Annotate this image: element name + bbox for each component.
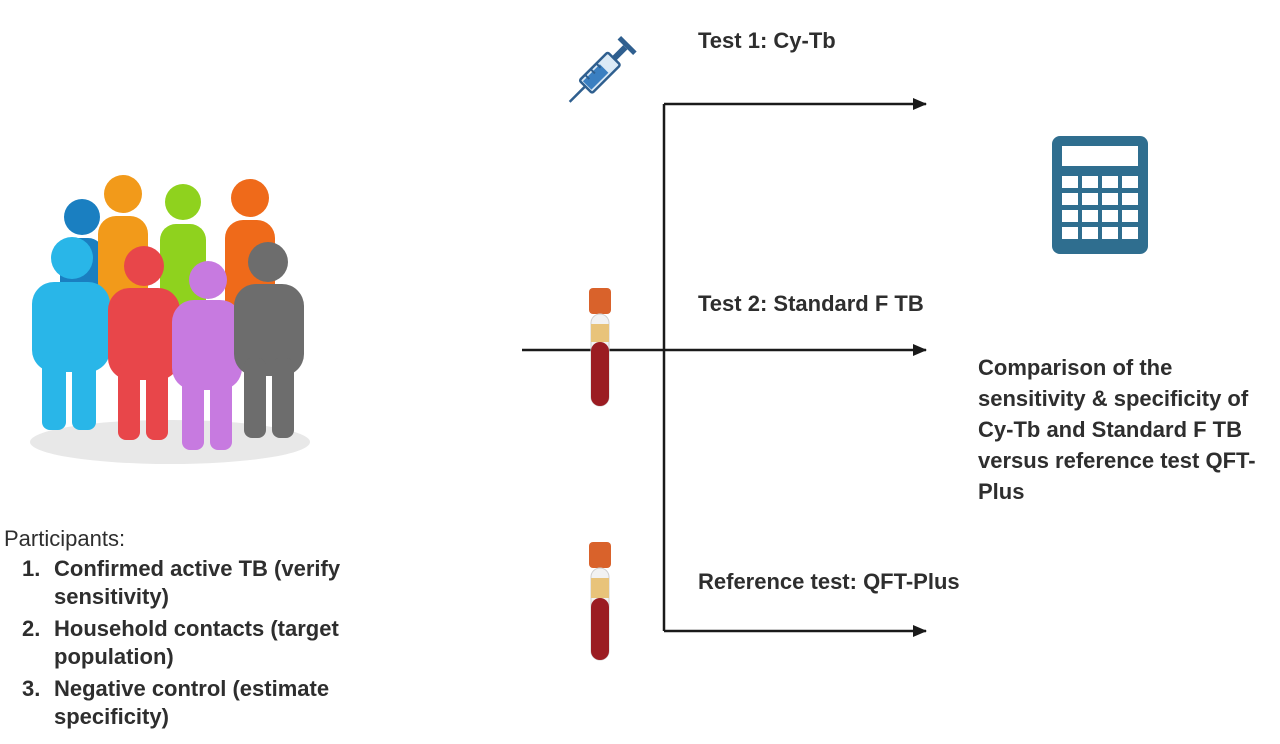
- list-item: Negative control (estimate specificity): [22, 675, 424, 731]
- list-item-text: Household contacts (target population): [54, 616, 339, 669]
- participants-title: Participants:: [4, 526, 126, 551]
- blood-tube-icon: [589, 542, 611, 661]
- reference-test-label: Reference test: QFT-Plus: [698, 569, 960, 594]
- syringe-icon: [568, 35, 637, 103]
- participants-block: Participants: Confirmed active TB (verif…: [4, 525, 424, 735]
- list-item: Household contacts (target population): [22, 615, 424, 671]
- list-item-text: Confirmed active TB (verify sensitivity): [54, 556, 341, 609]
- participants-list: Confirmed active TB (verify sensitivity)…: [4, 555, 424, 731]
- list-item-text: Negative control (estimate specificity): [54, 676, 330, 729]
- comparison-text: Comparison of the sensitivity & specific…: [978, 355, 1256, 504]
- test2-label: Test 2: Standard F TB: [698, 291, 924, 316]
- list-item: Confirmed active TB (verify sensitivity): [22, 555, 424, 611]
- blood-tube-icon: [589, 288, 611, 407]
- group-of-people-icon: [30, 175, 310, 464]
- calculator-icon: [1052, 136, 1148, 254]
- test1-label: Test 1: Cy-Tb: [698, 28, 836, 53]
